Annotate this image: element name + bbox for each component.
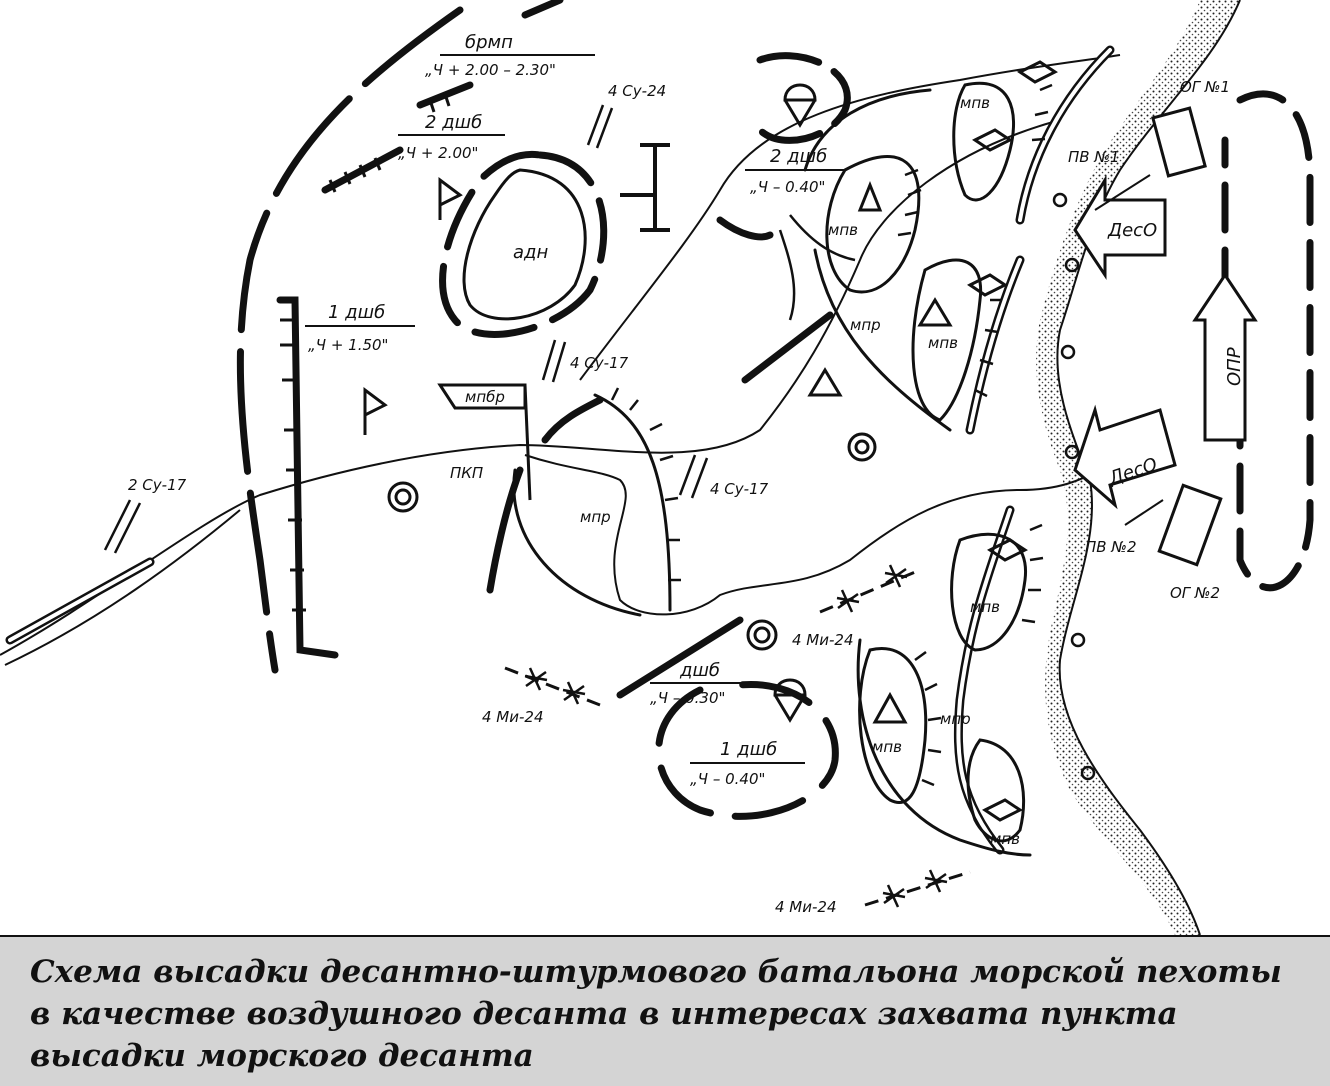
landing-zone-south [655,680,839,820]
caption-text: Схема высадки десантно-штурмового баталь… [30,954,1282,1074]
label-dshb1-left-time: „Ч + 1.50" [308,336,388,354]
label-brmp-time: „Ч + 2.00 – 2.30" [425,61,556,79]
barrier-center [741,311,834,384]
label-mpv-3: мпв [928,334,958,352]
label-su24: 4 Су-24 [608,82,666,100]
og1-box [1094,106,1207,211]
triangle-symbols [807,180,953,724]
barrier-pkp [486,466,524,594]
aircraft-arrows [103,104,856,554]
label-pkp: ПКП [450,464,483,482]
label-mi24-b: 4 Ми-24 [792,631,854,649]
label-su17-a: 4 Су-17 [570,354,629,372]
mpbr-flag [437,383,532,501]
label-og1: ОГ №1 [1180,78,1230,96]
label-mpv-6: мпв [990,830,1020,848]
label-su17-b: 4 Су-17 [710,480,769,498]
label-dshb1-bottom-time: „Ч – 0.40" [690,770,765,788]
road-main [0,119,1061,656]
label-mpv-1: мпв [960,94,990,112]
tank-symbols [967,60,1058,822]
label-mpr-3: мпр [940,710,971,728]
label-deso-1: ДесО [1107,220,1157,241]
parachute-symbols [773,83,817,723]
label-pv2: ПВ №2 [1085,538,1136,556]
label-dshb-bottom: дшб [679,660,720,681]
front-ticks-west [280,93,451,612]
barrier-mpbr [541,396,604,444]
road-river [524,454,1101,616]
highway-coast-2 [965,255,1025,435]
label-mpv-2: мпв [828,221,858,239]
label-mpbr: мпбр [465,388,505,406]
opr-loop [1236,90,1314,592]
enemy-ticks [610,83,1053,787]
opr-arrow [1192,272,1258,442]
label-adn: адн [513,242,548,263]
circle-symbols [387,432,877,651]
label-brmp: брмп [465,32,513,53]
label-dshb-bottom-time: „Ч – 0.30" [650,689,725,707]
label-mpv-4: мпв [970,598,1000,616]
label-dshb1-bottom: 1 дшб [720,739,777,760]
label-dshb2-center: 2 дшб [770,146,827,167]
label-pv1: ПВ №1 [1068,148,1119,166]
label-mpr-2: мпр [580,508,611,526]
aa-symbols [1052,192,1096,781]
airfield-adn [439,150,608,338]
tactical-map: брмп „Ч + 2.00 – 2.30" 2 дшб „Ч + 2.00" … [0,0,1314,935]
barrier-south [616,616,744,699]
label-dshb2-left-time: „Ч + 2.00" [398,144,478,162]
front-line-west [236,6,464,674]
label-dshb2-left: 2 дшб [425,112,482,133]
label-dshb1-left: 1 дшб [328,302,385,323]
label-mpv-5: мпв [872,738,902,756]
front-line-brmp [521,0,564,19]
flag-symbols [363,177,463,435]
label-mpr-1: мпр [850,316,881,334]
label-dshb2-center-time: „Ч – 0.40" [750,178,825,196]
landing-zone-north [756,52,851,144]
obstacles [620,143,670,232]
figure-caption: Схема высадки десантно-штурмового баталь… [0,935,1330,1086]
label-su17-c: 2 Су-17 [128,476,187,494]
deso-arrow-1 [1073,174,1167,280]
label-opr: ОПР [1224,347,1245,386]
deso-arrow-2 [1073,404,1177,510]
og2-box [1124,483,1223,567]
label-og2: ОГ №2 [1170,584,1220,602]
highway-bay-1 [953,505,1015,855]
helicopter-stars [524,564,948,908]
front-line-dshb1 [276,296,339,659]
label-mi24-c: 4 Ми-24 [775,898,837,916]
road-lower [4,509,241,666]
label-mi24-a: 4 Ми-24 [482,708,544,726]
